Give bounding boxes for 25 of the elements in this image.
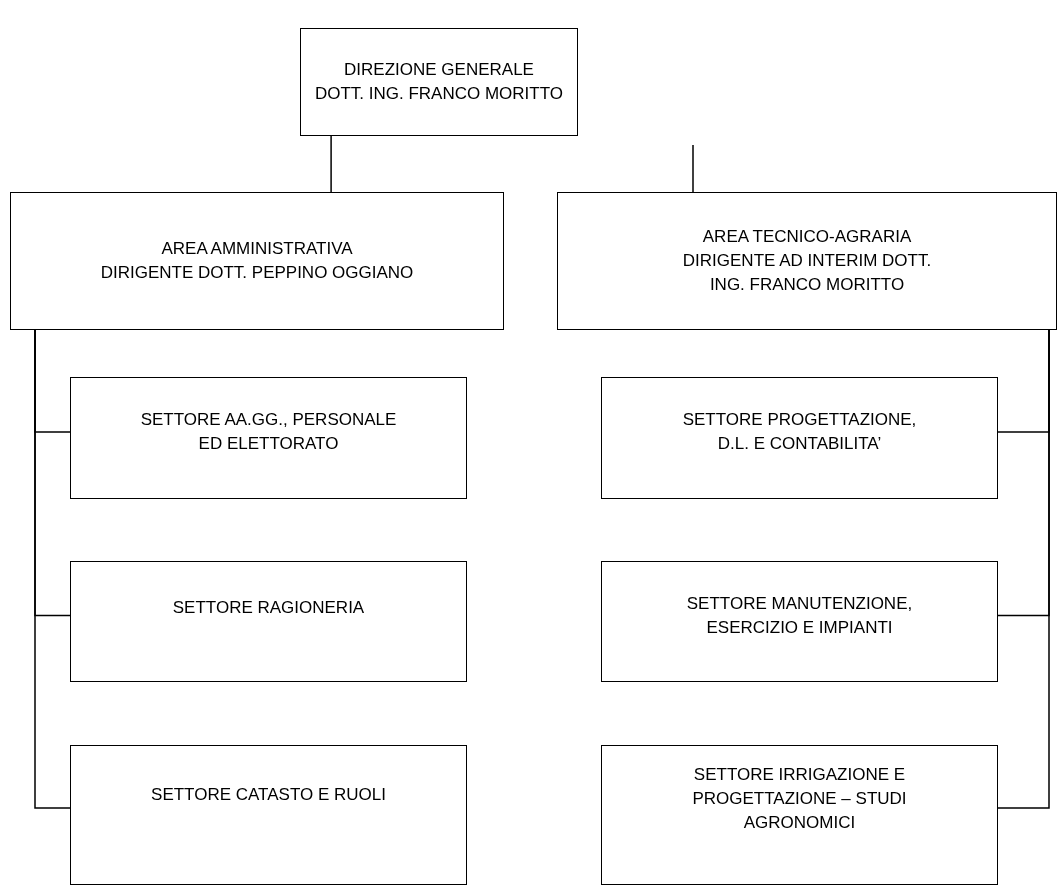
unit-label: DIREZIONE GENERALE [344, 59, 534, 81]
org-unit-box [601, 377, 998, 499]
org-unit-box [70, 745, 467, 885]
unit-label: DIRIGENTE AD INTERIM DOTT. ING. FRANCO MORITTO [681, 250, 933, 296]
unit-label: SETTORE RAGIONERIA [172, 596, 365, 619]
org-unit-box [300, 28, 578, 136]
unit-label: SETTORE PROGETTAZIONE, D.L. E CONTABILITA’ [681, 409, 918, 455]
unit-label: DIRIGENTE DOTT. PEPPINO OGGIANO [100, 262, 414, 284]
unit-label: SETTORE IRRIGAZIONE E PROGETTAZIONE – STUDI AGRONOMICI [691, 764, 908, 834]
connector-line [330, 135, 332, 193]
unit-label: SETTORE AA.GG., PERSONALE ED ELETTORATO [139, 409, 398, 455]
org-unit-box [10, 192, 504, 330]
org-unit-box [601, 745, 998, 885]
unit-label: SETTORE CATASTO E RUOLI [151, 784, 386, 806]
unit-label: AREA AMMINISTRATIVA [161, 238, 353, 260]
unit-label: SETTORE MANUTENZIONE, ESERCIZIO E IMPIANTI [685, 592, 914, 639]
org-unit-box [70, 377, 467, 499]
org-unit-box [557, 192, 1057, 330]
connector-line [997, 329, 1050, 809]
unit-label: DOTT. ING. FRANCO MORITTO [314, 83, 564, 105]
org-unit-box [601, 561, 998, 682]
connector-line [34, 329, 71, 809]
connector-line [692, 144, 694, 193]
unit-label: AREA TECNICO-AGRARIA [702, 226, 912, 248]
org-unit-box [70, 561, 467, 682]
